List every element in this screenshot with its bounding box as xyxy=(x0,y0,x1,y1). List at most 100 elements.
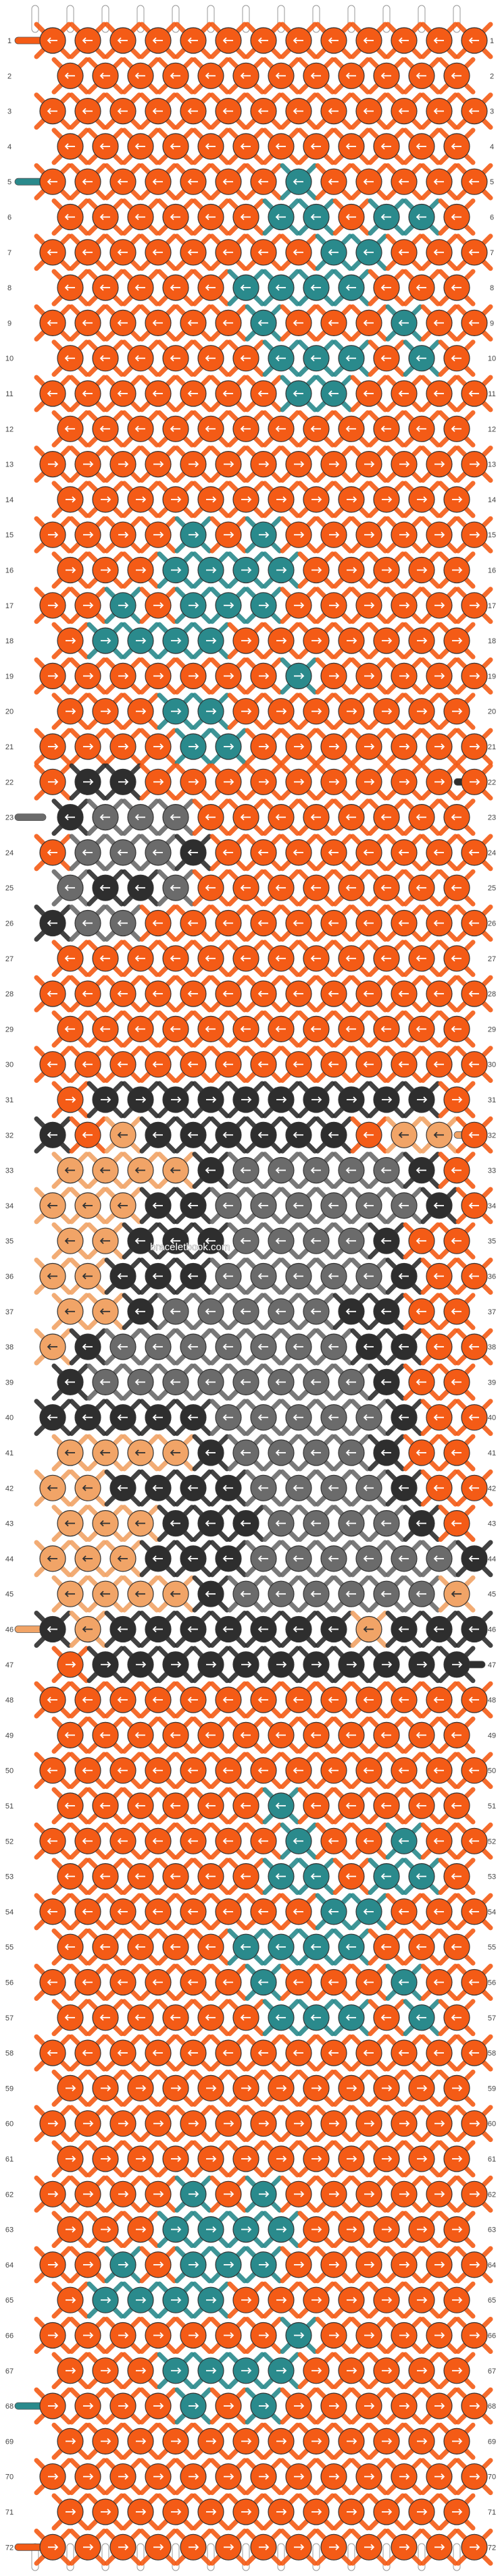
row-number-left: 66 xyxy=(5,2332,14,2340)
knot-orange xyxy=(122,57,159,95)
row-number-left: 56 xyxy=(5,1979,14,1987)
knot-orange xyxy=(139,1822,177,1860)
knot-orange xyxy=(385,763,423,801)
row-number-right: 50 xyxy=(488,1767,496,1775)
knot-gray xyxy=(332,1434,370,1472)
knot-gray xyxy=(227,1293,265,1331)
knot-gray xyxy=(280,1469,318,1507)
knot-orange xyxy=(69,446,107,483)
knot-dark xyxy=(69,1328,107,1366)
knot-orange xyxy=(368,2352,405,2390)
knot-orange xyxy=(139,1752,177,1790)
knot-dark xyxy=(403,1081,441,1119)
knot-gray xyxy=(227,1363,265,1401)
knot-orange xyxy=(209,2105,247,2143)
knot-gray xyxy=(368,1575,405,1613)
knot-gray xyxy=(157,869,195,907)
knot-orange xyxy=(280,2175,318,2213)
knot-orange xyxy=(438,481,476,518)
knot-dark xyxy=(174,1611,212,1648)
knot-orange xyxy=(315,2105,353,2143)
knot-orange xyxy=(86,1928,124,1966)
knot-dark xyxy=(174,1187,212,1225)
knot-orange xyxy=(455,834,493,871)
knot-orange xyxy=(69,2528,107,2566)
knot-orange xyxy=(262,1716,300,1754)
knot-orange xyxy=(297,693,335,730)
knot-orange xyxy=(227,622,265,660)
knot-orange xyxy=(209,905,247,942)
knot-orange xyxy=(438,2352,476,2390)
knot-orange xyxy=(192,2069,230,2107)
knot-orange xyxy=(262,2140,300,2178)
knot-orange xyxy=(297,1716,335,1754)
knot-orange xyxy=(122,481,159,518)
knot-orange xyxy=(385,1681,423,1719)
knot-orange xyxy=(104,234,142,271)
knot-orange xyxy=(403,869,441,907)
knot-gray xyxy=(245,1258,282,1295)
knot-orange xyxy=(69,92,107,130)
knot-dark xyxy=(227,1505,265,1542)
knot-orange xyxy=(86,57,124,95)
row-number-left: 16 xyxy=(5,567,14,575)
knot-orange xyxy=(69,657,107,695)
knot-orange xyxy=(368,2281,405,2319)
knot-gray xyxy=(227,1575,265,1613)
row-number-right: 9 xyxy=(490,319,494,327)
row-number-right: 13 xyxy=(488,461,496,469)
row-number-right: 58 xyxy=(488,2049,496,2058)
knot-gray xyxy=(315,1258,353,1295)
knot-teal xyxy=(403,340,441,377)
row-number-right: 14 xyxy=(488,496,496,504)
knot-orange xyxy=(139,587,177,624)
knot-orange xyxy=(368,128,405,165)
knot-orange xyxy=(157,481,195,518)
knot-teal xyxy=(174,587,212,624)
knot-orange xyxy=(209,2528,247,2566)
row-number-left: 5 xyxy=(7,178,11,186)
row-number-right: 46 xyxy=(488,1626,496,1634)
row-number-right: 8 xyxy=(490,284,494,292)
knot-dark xyxy=(122,1293,159,1331)
knot-orange xyxy=(438,1716,476,1754)
knot-orange xyxy=(350,516,388,554)
knot-orange xyxy=(315,516,353,554)
knot-orange xyxy=(139,2387,177,2425)
row-number-right: 10 xyxy=(488,355,496,363)
knot-orange xyxy=(104,2458,142,2496)
knot-gray xyxy=(280,1540,318,1578)
knot-peach xyxy=(34,1540,72,1578)
knot-orange xyxy=(157,340,195,377)
knot-orange xyxy=(51,128,89,165)
knot-orange xyxy=(192,1928,230,1966)
knot-orange xyxy=(297,2211,335,2249)
knot-peach xyxy=(86,1222,124,1260)
knot-orange xyxy=(245,763,282,801)
knot-orange xyxy=(420,1469,458,1507)
knot-orange xyxy=(34,1822,72,1860)
knot-orange xyxy=(174,975,212,1013)
knot-orange xyxy=(122,2140,159,2178)
knot-orange xyxy=(332,198,370,236)
knot-orange xyxy=(297,1787,335,1825)
knot-orange xyxy=(245,446,282,483)
knot-orange xyxy=(368,693,405,730)
row-number-right: 34 xyxy=(488,1202,496,1210)
knot-orange xyxy=(86,340,124,377)
knot-dark xyxy=(51,799,89,836)
knot-orange xyxy=(69,516,107,554)
knot-orange xyxy=(455,657,493,695)
knot-orange xyxy=(368,1010,405,1048)
row-number-right: 27 xyxy=(488,955,496,963)
knot-dark xyxy=(139,1258,177,1295)
knot-orange xyxy=(51,410,89,448)
knot-orange xyxy=(209,1046,247,1083)
string-bottom-end xyxy=(172,2543,180,2571)
knot-teal xyxy=(157,622,195,660)
knot-orange xyxy=(262,1010,300,1048)
knot-orange xyxy=(315,304,353,342)
knot-orange xyxy=(403,2493,441,2531)
row-number-left: 40 xyxy=(5,1414,14,1422)
knot-orange xyxy=(86,1787,124,1825)
